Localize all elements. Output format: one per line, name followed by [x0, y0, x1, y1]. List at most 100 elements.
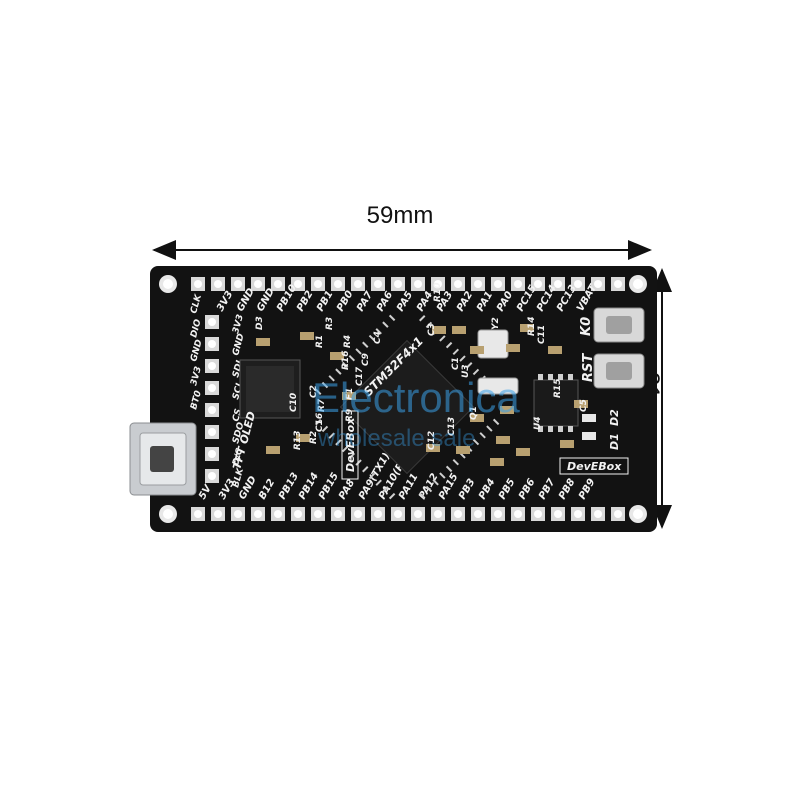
- watermark-line-1: Electronica: [312, 374, 520, 421]
- component-designator: C10: [289, 393, 299, 412]
- lcd-pin-pad: [205, 469, 219, 483]
- top-pin-pad: [371, 277, 385, 291]
- brand-box: DevEBox: [559, 457, 629, 475]
- smd-part: [470, 346, 484, 354]
- component-designator: C5: [579, 399, 589, 412]
- component-designator: U3: [461, 364, 471, 378]
- top-pin-pad: [351, 277, 365, 291]
- top-header-pins: [191, 277, 625, 291]
- voltage-regulator: [239, 359, 301, 419]
- rst-button: [593, 307, 645, 343]
- button-label-rst: RST: [581, 353, 596, 382]
- component-designator: C17: [355, 366, 365, 386]
- component-designator: C9: [361, 353, 371, 366]
- brand-box-2: DevEBox: [341, 410, 359, 480]
- component-designator: R16: [341, 351, 351, 370]
- component-designator: R15: [553, 379, 563, 398]
- component-designator: Y2: [491, 317, 501, 330]
- button-label-k0: K0: [579, 317, 594, 336]
- top-pin-pad: [531, 277, 545, 291]
- led-2: [582, 414, 596, 422]
- top-pin-pad: [191, 277, 205, 291]
- left-pin-label: 3V3: [189, 365, 204, 386]
- component-designator: R7: [317, 398, 327, 412]
- bottom-pin-pad: [571, 507, 585, 521]
- smd-part: [560, 440, 574, 448]
- crystal-2: [477, 377, 519, 395]
- top-pin-pad: [291, 277, 305, 291]
- k0-button: [593, 353, 645, 389]
- top-pin-pad: [571, 277, 585, 291]
- smd-part: [456, 446, 470, 454]
- bottom-pin-pad: [431, 507, 445, 521]
- component-designator: R1: [315, 335, 325, 348]
- top-pin-pad: [211, 277, 225, 291]
- top-pin-pad: [591, 277, 605, 291]
- width-dimension-label: 59mm: [366, 202, 434, 229]
- component-designator: D3: [255, 316, 265, 330]
- bottom-pin-pad: [531, 507, 545, 521]
- component-designator: R3: [325, 317, 335, 330]
- top-pin-pad: [451, 277, 465, 291]
- brand-label-2: DevEBox: [344, 417, 357, 472]
- lcd-pin-pad: [205, 381, 219, 395]
- component-designator: Q1: [469, 406, 479, 420]
- bottom-pin-pad: [291, 507, 305, 521]
- component-designator: R13: [293, 431, 303, 450]
- lcd-pin-pad: [205, 359, 219, 373]
- component-designator: R4: [343, 335, 353, 348]
- bottom-pin-pad: [411, 507, 425, 521]
- smd-part: [520, 324, 534, 332]
- left-pin-label: BT0: [189, 390, 204, 411]
- watermark-line-2: wholesale sale: [317, 425, 475, 452]
- bottom-pin-pad: [591, 507, 605, 521]
- component-designator: U4: [533, 416, 543, 430]
- component-designator: C3: [427, 323, 437, 336]
- top-pin-pad: [271, 277, 285, 291]
- smd-part: [500, 406, 514, 414]
- bottom-pin-pad: [511, 507, 525, 521]
- top-pin-pad: [431, 277, 445, 291]
- brand-label: DevEBox: [567, 460, 622, 473]
- smd-part: [266, 446, 280, 454]
- smd-part: [296, 434, 310, 442]
- bottom-pin-pad: [611, 507, 625, 521]
- top-pin-pad: [391, 277, 405, 291]
- component-designator: C1: [451, 357, 461, 370]
- lcd-pin-pad: [205, 447, 219, 461]
- bottom-pin-pad: [251, 507, 265, 521]
- smd-part: [330, 352, 344, 360]
- component-designator: C13: [447, 417, 457, 436]
- smd-part: [432, 326, 446, 334]
- top-pin-pad: [311, 277, 325, 291]
- smd-part: [300, 332, 314, 340]
- lcd-pin-pad: [205, 403, 219, 417]
- smd-part: [548, 346, 562, 354]
- component-designator: R14: [527, 317, 537, 336]
- smd-part: [490, 458, 504, 466]
- component-designator: C12: [427, 431, 437, 450]
- smd-part: [342, 392, 356, 400]
- bottom-pin-pad: [191, 507, 205, 521]
- smd-part: [574, 400, 588, 408]
- smd-components: [256, 324, 588, 466]
- bottom-pin-pad: [551, 507, 565, 521]
- top-pin-pad: [551, 277, 565, 291]
- component-designator: R2: [309, 431, 319, 444]
- mounting-holes: [159, 275, 647, 523]
- bottom-pin-pad: [311, 507, 325, 521]
- bottom-pin-pad: [491, 507, 505, 521]
- lcd-pin-label: D/C: [231, 447, 245, 467]
- lcd-pin-pad: [205, 425, 219, 439]
- top-pin-pad: [251, 277, 265, 291]
- top-pin-pad: [331, 277, 345, 291]
- component-designator: C16: [315, 413, 325, 432]
- led-label-d1: D1: [608, 433, 621, 450]
- component-designator: C2: [309, 385, 319, 398]
- top-pin-pad: [411, 277, 425, 291]
- smd-part: [506, 344, 520, 352]
- bottom-pin-pad: [271, 507, 285, 521]
- component-designator: C11: [537, 325, 547, 344]
- bottom-header-pins: [191, 507, 625, 521]
